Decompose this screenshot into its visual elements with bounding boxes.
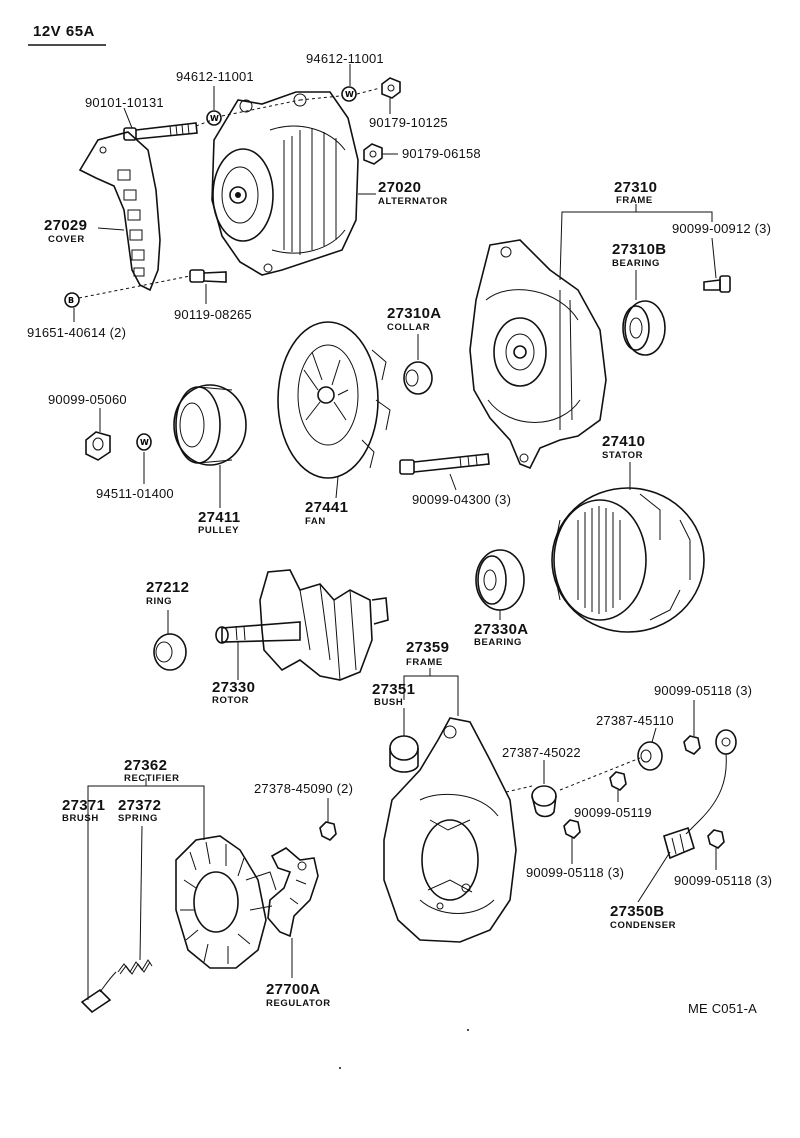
bearing-27330a-drawing [475,549,525,611]
bearing-27310b-drawing [622,300,666,356]
name-condenser: CONDENSER [610,920,677,931]
label-27310b: 27310B [612,241,667,258]
label-90101-10131: 90101-10131 [85,95,164,110]
name-spring: SPRING [118,813,159,824]
label-90119-08265: 90119-08265 [174,307,252,322]
spring-drawing [117,959,153,975]
label-27378-45090: 27378-45090 (2) [254,781,354,796]
stator-drawing [551,487,705,633]
label-27020: 27020 [378,179,422,196]
through-bolt-drawing [399,453,490,475]
label-90099-05118-c: 90099-05118 (3) [674,873,773,888]
label-27330a: 27330A [474,621,529,638]
bolt-91651-icon: B [64,292,80,308]
screw-90099-00912-drawing [703,275,731,293]
pulley-drawing [173,384,247,466]
name-bearing-27310b: BEARING [612,258,661,269]
washer-b-icon: W [341,86,357,102]
label-90099-05118-b: 90099-05118 (3) [526,865,625,880]
nut-90179-06158-icon [363,143,383,165]
name-alternator: ALTERNATOR [378,196,448,207]
label-27359: 27359 [406,639,450,656]
label-27212: 27212 [146,579,190,596]
frame-27359-drawing [383,717,517,943]
name-frame-27310: FRAME [616,195,653,206]
label-27362: 27362 [124,757,168,774]
insulator-27387-45022-drawing [531,785,557,818]
name-brush: BRUSH [62,813,99,824]
label-90099-04300: 90099-04300 (3) [412,492,512,507]
label-27411: 27411 [198,509,241,526]
name-ring: RING [146,596,173,607]
label-27330: 27330 [212,679,256,696]
label-27372: 27372 [118,797,162,814]
bolt-90101-drawing [123,122,198,141]
fan-drawing [277,321,391,479]
label-27387-45110: 27387-45110 [596,713,674,728]
name-collar: COLLAR [387,322,431,333]
bolt-90119-08265-drawing [189,269,227,283]
name-regulator: REGULATOR [266,998,331,1009]
svg-text:W: W [210,114,219,123]
brush-drawing [80,971,117,1014]
label-27310: 27310 [614,179,658,196]
label-27700a: 27700A [266,981,321,998]
label-27371: 27371 [62,797,106,814]
cover-drawing [78,131,161,292]
nut-90179-10125-icon [381,77,401,99]
insulator-27387-45110-drawing [637,741,663,771]
name-stator: STATOR [602,450,644,461]
header-title: 12V 65A [33,23,95,40]
label-94612-11001-a: 94612-11001 [176,69,254,84]
name-pulley: PULLEY [198,525,240,536]
label-27410: 27410 [602,433,646,450]
label-27441: 27441 [305,499,349,516]
name-rectifier: RECTIFIER [124,773,180,784]
nut-90099-05118-a-icon [683,735,701,755]
label-90179-06158: 90179-06158 [402,146,481,161]
washer-94511-icon: W [136,433,152,451]
nut-90099-05119-icon [609,771,627,791]
frame-27310-drawing [469,239,607,470]
label-27351: 27351 [372,681,416,698]
nut-90099-05118-c-icon [707,829,725,849]
label-94511-01400: 94511-01400 [96,486,174,501]
name-fan: FAN [305,516,326,527]
name-cover: COVER [48,234,85,245]
nut-90099-05118-b-icon [563,819,581,839]
nut-90099-05060-drawing [85,431,111,461]
footer-code: ME C051-A [688,1001,757,1016]
label-90179-10125: 90179-10125 [369,115,448,130]
collar-27310a-drawing [403,361,433,395]
rectifier-drawing [175,835,277,969]
label-90099-00912: 90099-00912 (3) [672,221,772,236]
label-90099-05119: 90099-05119 [574,805,652,820]
nut-27378-45090-icon [319,821,337,841]
ring-27212-drawing [153,633,187,671]
label-27350b: 27350B [610,903,665,920]
svg-text:W: W [140,438,149,447]
rotor-drawing [215,569,389,681]
alternator-drawing [211,91,359,276]
condenser-drawing [663,729,737,860]
label-91651-40614: 91651-40614 (2) [27,325,127,340]
label-27310a: 27310A [387,305,442,322]
washer-a-icon: W [206,110,222,126]
regulator-drawing [267,847,319,938]
name-frame-27359: FRAME [406,657,443,668]
svg-text:B: B [68,296,74,305]
label-90099-05118-a: 90099-05118 (3) [654,683,753,698]
label-94612-11001-b: 94612-11001 [306,51,384,66]
label-27387-45022: 27387-45022 [502,745,581,760]
label-90099-05060: 90099-05060 [48,392,127,407]
name-bearing-27330a: BEARING [474,637,523,648]
bush-27351-drawing [389,735,419,773]
name-rotor: ROTOR [212,695,250,706]
label-27029: 27029 [44,217,88,234]
name-bush: BUSH [374,697,404,708]
leader-lines [73,64,717,1000]
svg-text:W: W [345,90,354,99]
